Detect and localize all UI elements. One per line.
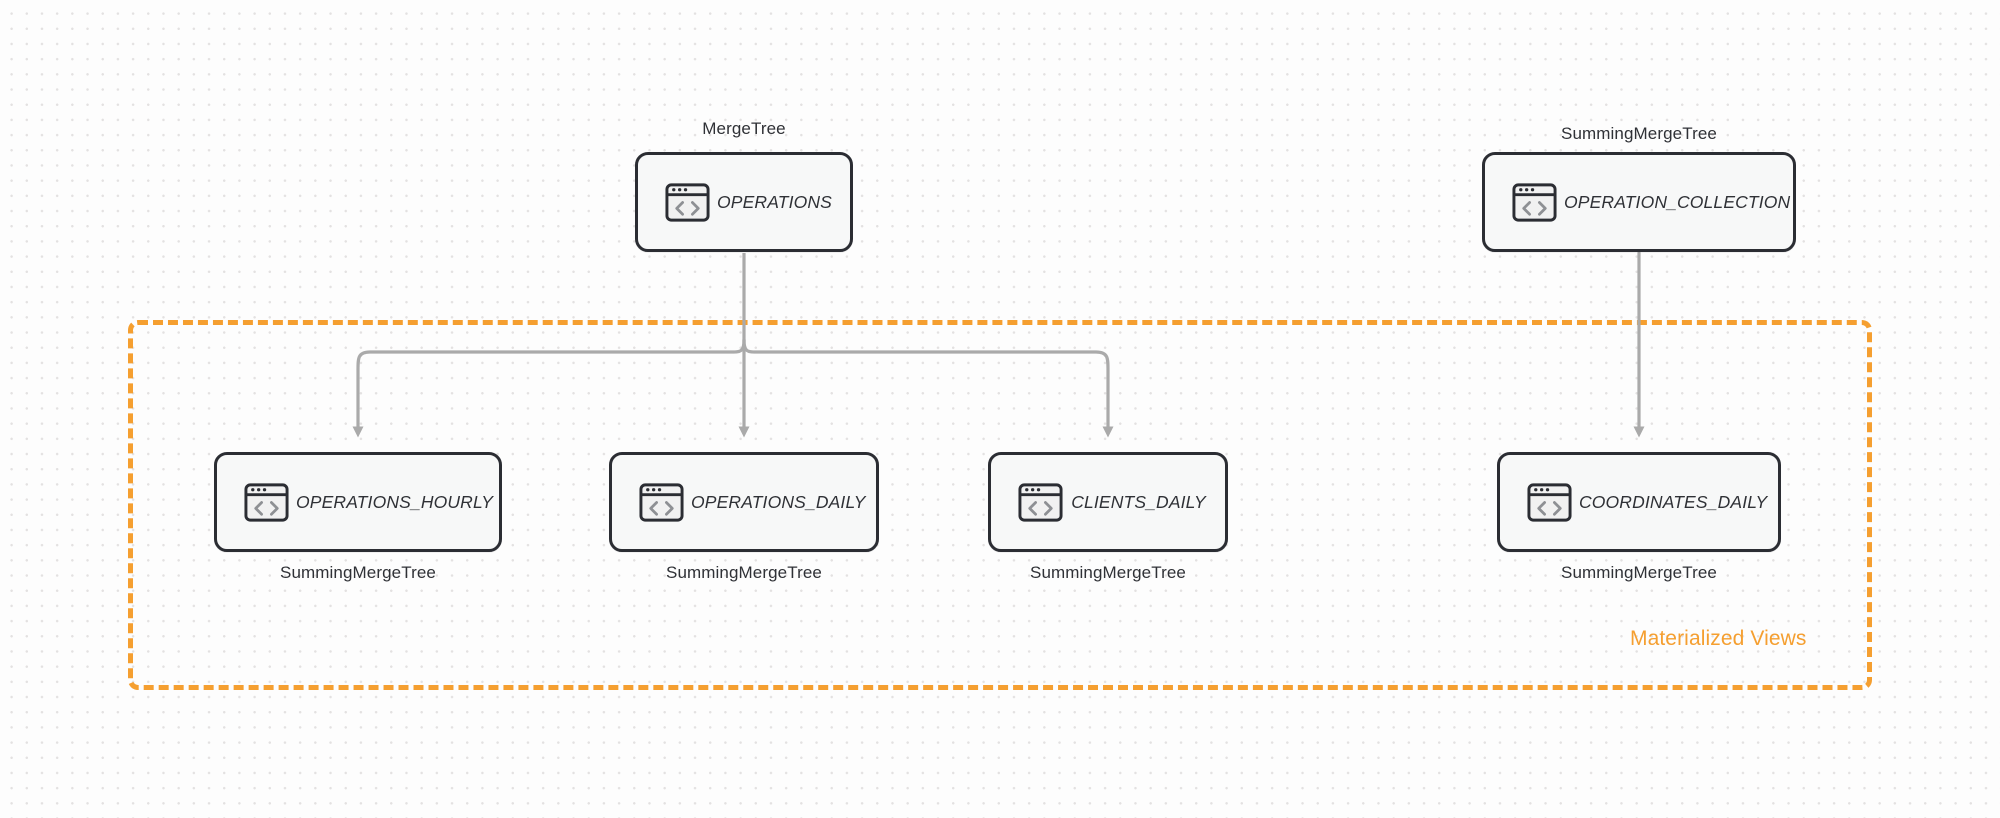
node-operations-hourly[interactable]: OPERATIONS_HOURLY bbox=[214, 452, 502, 552]
node-clients-daily[interactable]: CLIENTS_DAILY bbox=[988, 452, 1228, 552]
node-coordinates-daily[interactable]: COORDINATES_DAILY bbox=[1497, 452, 1781, 552]
node-operations-daily[interactable]: OPERATIONS_DAILY bbox=[609, 452, 879, 552]
engine-label-operation-collection: SummingMergeTree bbox=[1561, 124, 1717, 143]
code-window-icon bbox=[639, 482, 684, 522]
engine-label-coordinates-daily: SummingMergeTree bbox=[1561, 563, 1717, 582]
node-label-operations: OPERATIONS bbox=[717, 191, 832, 212]
code-window-icon bbox=[1018, 482, 1063, 522]
materialized-views-group-label: Materialized Views bbox=[1630, 627, 1807, 650]
node-operation-collection[interactable]: OPERATION_COLLECTION bbox=[1482, 152, 1796, 252]
node-label-operations-hourly: OPERATIONS_HOURLY bbox=[296, 491, 494, 512]
node-label-operation-collection: OPERATION_COLLECTION bbox=[1564, 191, 1791, 212]
node-label-coordinates-daily: COORDINATES_DAILY bbox=[1579, 491, 1768, 512]
materialized-views-group bbox=[128, 320, 1872, 690]
engine-label-operations-daily: SummingMergeTree bbox=[666, 563, 822, 582]
node-label-operations-daily: OPERATIONS_DAILY bbox=[691, 491, 866, 512]
code-window-icon bbox=[1512, 182, 1557, 222]
engine-label-operations-hourly: SummingMergeTree bbox=[280, 563, 436, 582]
engine-label-clients-daily: SummingMergeTree bbox=[1030, 563, 1186, 582]
code-window-icon bbox=[244, 482, 289, 522]
code-window-icon bbox=[665, 182, 710, 222]
code-window-icon bbox=[1527, 482, 1572, 522]
node-operations[interactable]: OPERATIONS bbox=[635, 152, 853, 252]
node-label-clients-daily: CLIENTS_DAILY bbox=[1071, 491, 1206, 512]
engine-label-operations: MergeTree bbox=[702, 119, 786, 138]
